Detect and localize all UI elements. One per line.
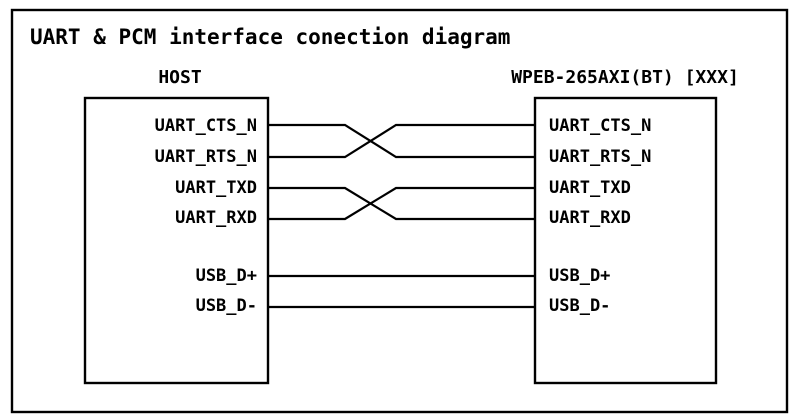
wire-txd-to-rxd [268,186,535,221]
host-box [83,96,270,385]
right-pin-label-uart-rts-n: UART_RTS_N [549,147,651,167]
right-column-header: WPEB-265AXI(BT) [XXX] [511,67,739,88]
left-pin-label-usb-dp: USB_D+ [196,266,257,286]
left-pin-label-uart-txd: UART_TXD [175,178,257,198]
right-pin-label-uart-txd: UART_TXD [549,178,631,198]
right-pin-label-uart-rxd: UART_RXD [549,208,631,228]
right-pin-label-usb-dm: USB_D- [549,296,610,316]
module-box [533,96,718,385]
wire-cts-to-rts [268,123,535,159]
diagram-title: UART & PCM interface conection diagram [30,25,510,49]
wire-rxd-to-txd [268,186,535,221]
left-pin-label-uart-rts-n: UART_RTS_N [155,147,257,167]
left-pin-label-uart-cts-n: UART_CTS_N [155,116,257,136]
left-pin-label-usb-dm: USB_D- [196,296,257,316]
right-pin-label-uart-cts-n: UART_CTS_N [549,116,651,136]
wire-rts-to-cts [268,123,535,159]
left-column-header: HOST [158,67,202,88]
right-pin-label-usb-dp: USB_D+ [549,266,610,286]
left-pin-label-uart-rxd: UART_RXD [175,208,257,228]
